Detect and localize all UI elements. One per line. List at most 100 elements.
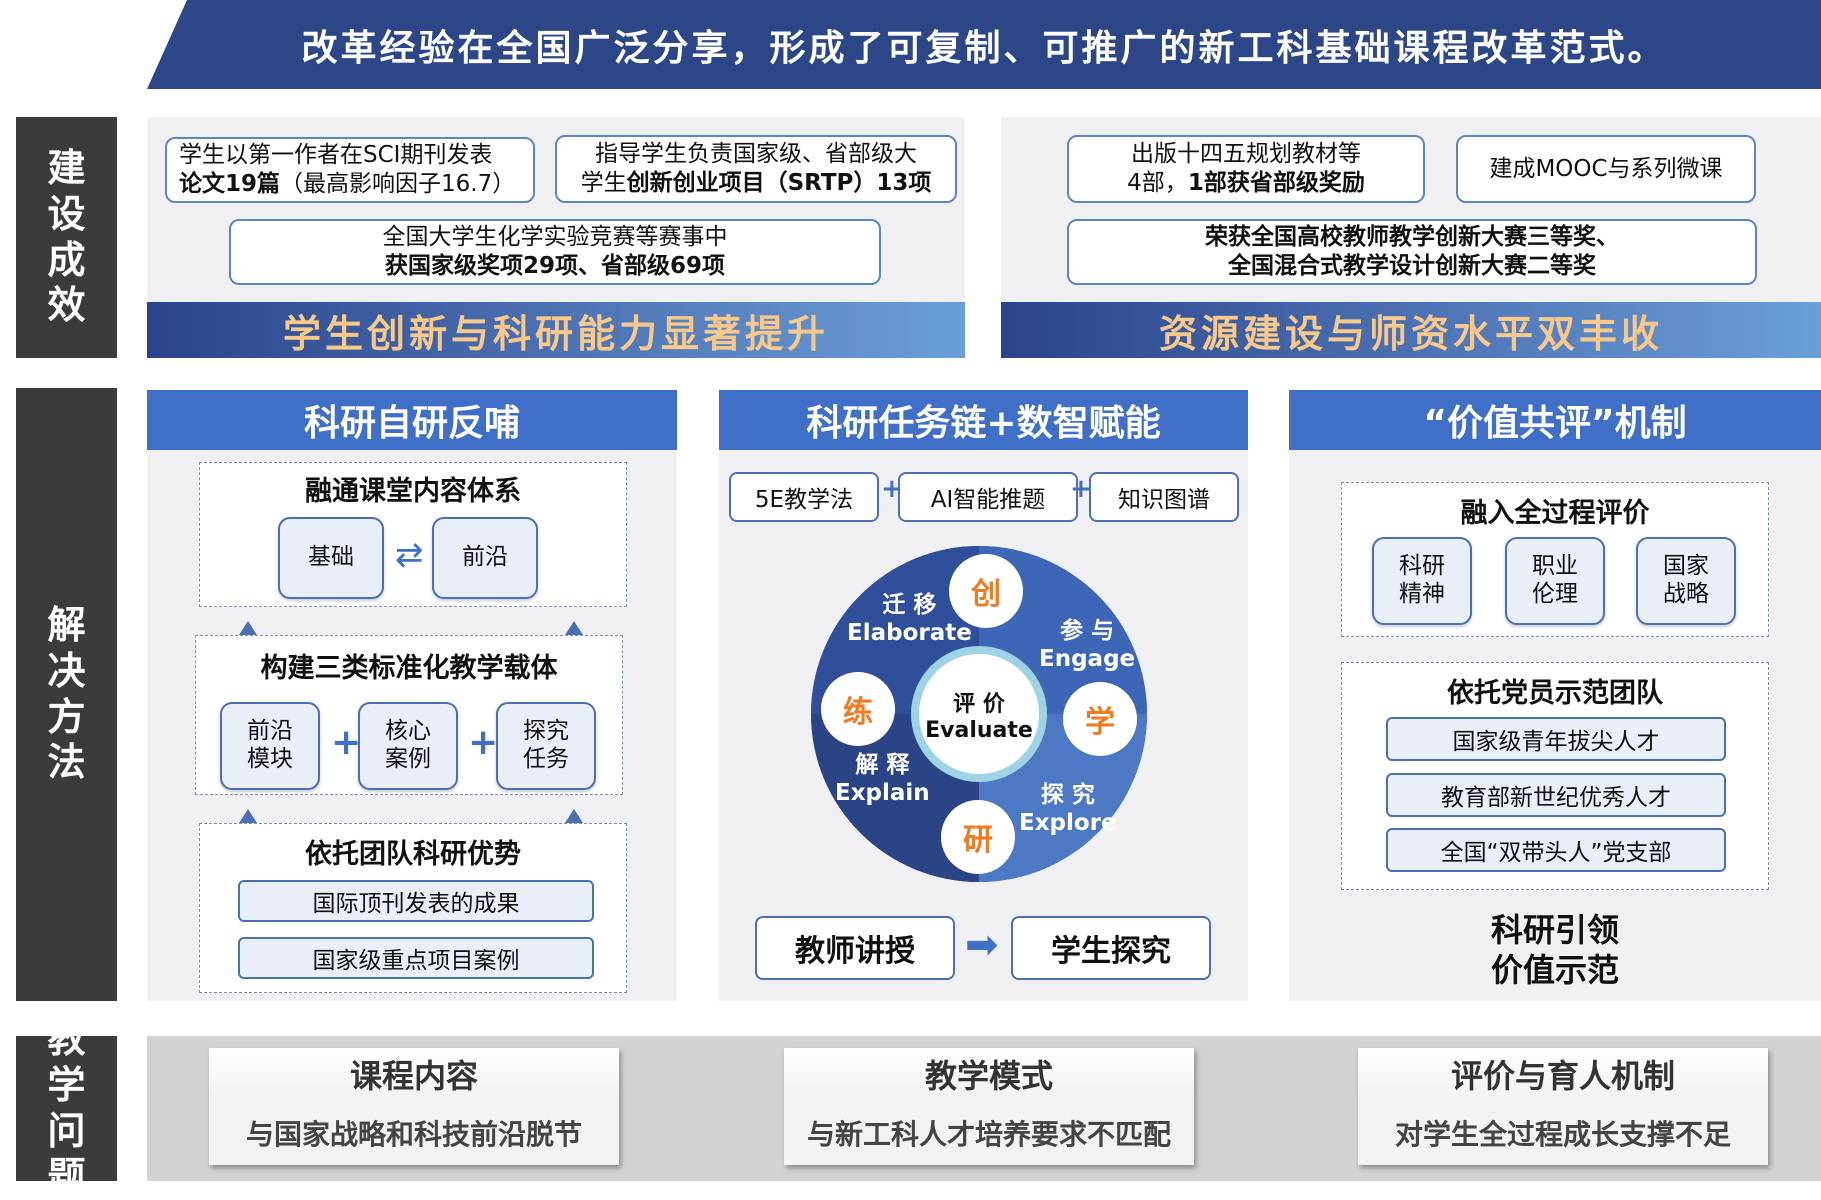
card-desc: 与国家战略和科技前沿脱节 xyxy=(209,1100,619,1165)
research-feedback-column: 科研自研反哺 融通课堂内容体系 基础 ⇄ 前沿 构建三类标准化教学载体 前沿 模… xyxy=(147,390,677,1001)
tag-5e-method: 5E教学法 xyxy=(729,472,879,522)
text: Evaluate xyxy=(925,717,1033,743)
text: 论文19篇 xyxy=(179,171,281,197)
text: （最高影响因子16.7） xyxy=(280,171,516,197)
arrow-right-icon: ➡ xyxy=(965,922,999,968)
item-ethics: 职业 伦理 xyxy=(1505,537,1605,625)
text: 迁 移 xyxy=(882,592,937,618)
student-inquiry: 学生探究 xyxy=(1011,916,1211,980)
plus-icon: + xyxy=(1070,474,1092,504)
card-title: 课程内容 xyxy=(209,1048,619,1100)
card-desc: 与新工科人才培养要求不匹配 xyxy=(784,1100,1194,1165)
group-title: 构建三类标准化教学载体 xyxy=(260,653,558,684)
text: 获国家级奖项29项、省部级69项 xyxy=(384,253,725,279)
value-evaluation-column: “价值共评”机制 融入全过程评价 科研 精神 职业 伦理 国家 战略 依托党员示… xyxy=(1289,390,1821,1001)
label-text: 教学 问题 xyxy=(47,1017,86,1199)
text: 荣获全国高校教师教学创新大赛三等奖、 xyxy=(1205,224,1619,251)
card-title: 评价与育人机制 xyxy=(1358,1048,1768,1100)
mooc-box: 建成MOOC与系列微课 xyxy=(1456,135,1756,203)
orb-practice: 练 xyxy=(821,672,895,746)
tag-knowledge-graph: 知识图谱 xyxy=(1089,472,1239,522)
results-resource-panel: 出版十四五规划教材等 4部，1部获省部级奖励 建成MOOC与系列微课 荣获全国高… xyxy=(1001,117,1821,358)
problems-panel: 课程内容与国家战略和科技前沿脱节 教学模式与新工科人才培养要求不匹配 评价与育人… xyxy=(147,1036,1821,1181)
text: 学生以第一作者在SCI期刊发表 xyxy=(179,142,493,169)
label-text: 建设 成效 xyxy=(47,146,86,328)
item-publications: 国际顶刊发表的成果 xyxy=(238,880,594,922)
text: 全国混合式教学设计创新大赛二等奖 xyxy=(1228,253,1596,279)
item-case: 核心 案例 xyxy=(358,702,458,790)
item-task: 探究 任务 xyxy=(496,702,596,790)
team-advantage-group: 依托团队科研优势 国际顶刊发表的成果 国家级重点项目案例 xyxy=(199,823,627,993)
text: （SRTP）13项 xyxy=(764,170,932,196)
column-title: “价值共评”机制 xyxy=(1289,390,1821,450)
item-new-century: 教育部新世纪优秀人才 xyxy=(1386,773,1726,817)
tag-ai-questions: AI智能推题 xyxy=(898,472,1078,522)
group-title: 融入全过程评价 xyxy=(1460,498,1650,529)
problem-card-evaluation: 评价与育人机制对学生全过程成长支撑不足 xyxy=(1358,1048,1768,1165)
item-basic: 基础 xyxy=(278,517,384,599)
card-title: 教学模式 xyxy=(784,1048,1194,1100)
plus-icon: + xyxy=(881,474,903,504)
item-talent: 国家级青年拔尖人才 xyxy=(1386,717,1726,761)
orb-learn: 学 xyxy=(1063,682,1137,756)
group-title: 依托团队科研优势 xyxy=(305,839,521,870)
text: 探 究 xyxy=(1040,782,1095,808)
problem-card-mode: 教学模式与新工科人才培养要求不匹配 xyxy=(784,1048,1194,1165)
content-system-group: 融通课堂内容体系 基础 ⇄ 前沿 xyxy=(199,462,627,607)
item-frontier: 前沿 xyxy=(432,517,538,599)
label-text: 解 决 方 法 xyxy=(47,603,86,785)
text: 学生 xyxy=(580,170,627,196)
text: 出版十四五规划教材等 xyxy=(1131,141,1361,168)
orb-create: 创 xyxy=(949,554,1023,628)
item-projects: 国家级重点项目案例 xyxy=(238,937,594,979)
summary-banner: 改革经验在全国广泛分享，形成了可复制、可推广的新工科基础课程改革范式。 xyxy=(147,0,1821,89)
column-title: 科研任务链+数智赋能 xyxy=(719,390,1248,450)
results-student-panel: 学生以第一作者在SCI期刊发表 论文19篇（最高影响因子16.7） 指导学生负责… xyxy=(147,117,965,358)
item-research-spirit: 科研 精神 xyxy=(1372,537,1472,625)
card-desc: 对学生全过程成长支撑不足 xyxy=(1358,1100,1768,1165)
label-problems: 教学 问题 xyxy=(16,1017,117,1198)
text: Explain xyxy=(835,779,930,806)
plus-icon: + xyxy=(331,722,362,763)
whole-process-group: 融入全过程评价 科研 精神 职业 伦理 国家 战略 xyxy=(1341,482,1769,637)
resource-result-strip: 资源建设与师资水平双丰收 xyxy=(1001,302,1821,358)
research-value-caption: 科研引领 价值示范 xyxy=(1490,911,1619,989)
label-methods: 解 决 方 法 xyxy=(16,388,117,1001)
sci-papers-box: 学生以第一作者在SCI期刊发表 论文19篇（最高影响因子16.7） xyxy=(165,137,535,203)
party-team-group: 依托党员示范团队 国家级青年拔尖人才 教育部新世纪优秀人才 全国“双带头人”党支… xyxy=(1341,662,1769,890)
exchange-arrows-icon: ⇄ xyxy=(395,535,424,575)
text: 解 释 xyxy=(855,752,910,778)
item-national-strategy: 国家 战略 xyxy=(1636,537,1736,625)
arrow-up-icon xyxy=(239,621,257,635)
orb-research: 研 xyxy=(941,800,1015,874)
text: 评 价 xyxy=(953,691,1005,717)
student-result-strip: 学生创新与科研能力显著提升 xyxy=(147,302,965,358)
plus-icon: + xyxy=(468,722,499,763)
text: Elaborate xyxy=(847,619,972,646)
text: 创新创业项目 xyxy=(626,170,765,196)
group-title: 依托党员示范团队 xyxy=(1447,678,1663,709)
item-module: 前沿 模块 xyxy=(220,702,320,790)
text: 全国大学生化学实验竞赛等赛事中 xyxy=(382,224,728,251)
text: 参 与 xyxy=(1060,618,1115,644)
arrow-up-icon xyxy=(239,809,257,823)
textbook-box: 出版十四五规划教材等 4部，1部获省部级奖励 xyxy=(1067,135,1425,203)
text: 指导学生负责国家级、省部级大 xyxy=(595,141,917,168)
text: Engage xyxy=(1039,645,1136,672)
column-title: 科研自研反哺 xyxy=(147,390,677,450)
competition-box: 全国大学生化学实验竞赛等赛事中 获国家级奖项29项、省部级69项 xyxy=(229,219,881,285)
arrow-up-icon xyxy=(565,621,583,635)
teaching-award-box: 荣获全国高校教师教学创新大赛三等奖、 全国混合式教学设计创新大赛二等奖 xyxy=(1067,219,1757,285)
item-party-branch: 全国“双带头人”党支部 xyxy=(1386,828,1726,872)
text: Explore xyxy=(1019,809,1117,836)
carrier-group: 构建三类标准化教学载体 前沿 模块 + 核心 案例 + 探究 任务 xyxy=(195,635,623,795)
text: 1部获省部级奖励 xyxy=(1187,170,1365,196)
group-title: 融通课堂内容体系 xyxy=(305,476,521,507)
